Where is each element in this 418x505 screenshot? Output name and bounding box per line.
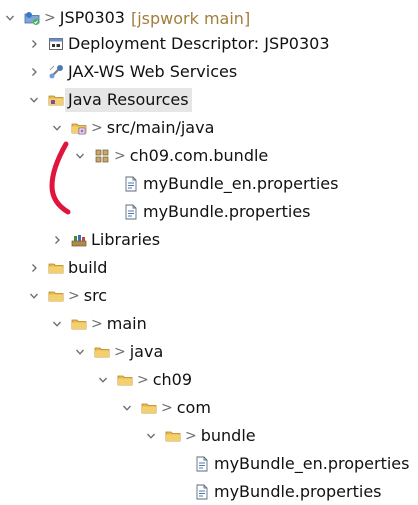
- deployment-descriptor-label: Deployment Descriptor: JSP0303: [68, 34, 330, 53]
- folder-icon: [48, 288, 64, 304]
- collapse-chevron[interactable]: [73, 144, 87, 168]
- ch09-label: ch09: [152, 370, 193, 389]
- collapse-chevron[interactable]: [27, 88, 41, 112]
- properties-file-icon: [123, 176, 139, 192]
- collapse-chevron[interactable]: [50, 116, 64, 140]
- project-name: JSP0303: [59, 8, 125, 27]
- git-decorator: >: [137, 372, 149, 388]
- folder-icon: [71, 316, 87, 332]
- properties-file-icon: [194, 484, 210, 500]
- tree-item-project[interactable]: > JSP0303 [jspwork main]: [3, 6, 250, 30]
- tree-item-src-main-java[interactable]: > src/main/java: [50, 116, 214, 140]
- tree-item-com[interactable]: > com: [120, 396, 211, 420]
- tree-item-main[interactable]: > main: [50, 312, 147, 336]
- main-label: main: [106, 314, 147, 333]
- libraries-icon: [71, 235, 87, 247]
- tree-item-pkg-file-en[interactable]: myBundle_en.properties: [102, 172, 338, 196]
- collapse-chevron[interactable]: [27, 284, 41, 308]
- tree-item-java[interactable]: > java: [73, 340, 163, 364]
- java-label: java: [129, 342, 164, 361]
- file-label: myBundle_en.properties: [143, 174, 339, 193]
- java-resources-label: Java Resources: [65, 88, 192, 112]
- tree-item-deployment-descriptor[interactable]: Deployment Descriptor: JSP0303: [27, 32, 330, 56]
- tree-item-java-resources[interactable]: Java Resources: [27, 88, 192, 112]
- git-decorator: >: [91, 120, 103, 136]
- java-resources-icon: [48, 95, 64, 106]
- expand-chevron[interactable]: [27, 256, 41, 280]
- properties-file-icon: [194, 456, 210, 472]
- eclipse-project-icon: [24, 12, 40, 25]
- folder-icon: [94, 344, 110, 360]
- tree-item-ch09[interactable]: > ch09: [96, 368, 192, 392]
- git-decorator: >: [185, 428, 197, 444]
- expand-chevron[interactable]: [27, 60, 41, 84]
- git-decorator: >: [114, 344, 126, 360]
- git-decorator: >: [91, 316, 103, 332]
- deployment-descriptor-icon: [49, 38, 63, 50]
- package-icon: [94, 148, 110, 164]
- git-decorator: >: [68, 288, 80, 304]
- file-label: myBundle_en.properties: [214, 454, 410, 473]
- folder-icon: [117, 372, 133, 388]
- tree-item-src[interactable]: > src: [27, 284, 107, 308]
- build-label: build: [68, 258, 108, 277]
- git-branch-label: [jspwork main]: [130, 8, 251, 28]
- git-decorator: >: [114, 148, 126, 164]
- collapse-chevron[interactable]: [73, 340, 87, 364]
- bundle-label: bundle: [200, 426, 256, 445]
- expand-chevron[interactable]: [50, 228, 64, 252]
- folder-icon: [48, 260, 64, 276]
- expand-chevron[interactable]: [27, 32, 41, 56]
- git-decorator: >: [161, 400, 173, 416]
- git-decorator: >: [44, 10, 56, 26]
- source-folder-icon: [71, 120, 87, 136]
- collapse-chevron[interactable]: [96, 368, 110, 392]
- tree-item-pkg-file[interactable]: myBundle.properties: [102, 200, 311, 224]
- package-label: ch09.com.bundle: [129, 146, 269, 165]
- collapse-chevron[interactable]: [144, 424, 158, 448]
- jaxws-label: JAX-WS Web Services: [68, 62, 238, 81]
- properties-file-icon: [123, 204, 139, 220]
- collapse-chevron[interactable]: [3, 6, 17, 30]
- tree-item-build[interactable]: build: [27, 256, 107, 280]
- libraries-label: Libraries: [91, 230, 161, 249]
- file-label: myBundle.properties: [214, 482, 382, 501]
- tree-item-package[interactable]: > ch09.com.bundle: [73, 144, 268, 168]
- file-label: myBundle.properties: [143, 202, 311, 221]
- tree-item-libraries[interactable]: Libraries: [50, 228, 160, 252]
- com-label: com: [176, 398, 211, 417]
- folder-icon: [141, 400, 157, 416]
- tree-item-bundle[interactable]: > bundle: [144, 424, 256, 448]
- collapse-chevron[interactable]: [120, 396, 134, 420]
- src-main-java-label: src/main/java: [106, 118, 215, 137]
- tree-item-file-en[interactable]: myBundle_en.properties: [173, 452, 409, 476]
- folder-icon: [165, 428, 181, 444]
- collapse-chevron[interactable]: [50, 312, 64, 336]
- web-services-icon: [49, 65, 63, 79]
- tree-item-file[interactable]: myBundle.properties: [173, 480, 382, 504]
- tree-item-jaxws[interactable]: JAX-WS Web Services: [27, 60, 237, 84]
- src-label: src: [83, 286, 108, 305]
